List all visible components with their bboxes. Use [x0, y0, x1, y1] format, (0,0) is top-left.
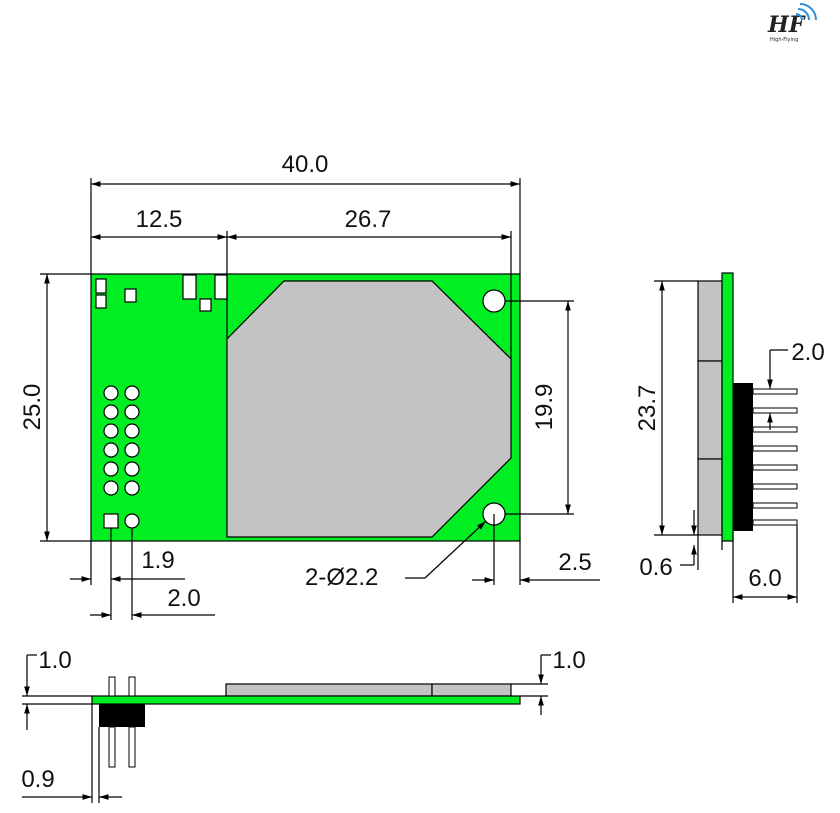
header-body [99, 704, 145, 727]
dim-hole-spacing: 19.9 [531, 384, 558, 431]
dim-bottom-left: 1.0 [38, 647, 71, 674]
dim-right-section: 26.7 [345, 206, 392, 233]
logo-subtext: High-Flying [770, 37, 798, 43]
dim-side-height: 23.7 [634, 385, 661, 432]
dim-side-pitch: 2.0 [791, 339, 824, 366]
component [96, 295, 106, 308]
dim-height: 25.0 [19, 384, 46, 431]
dim-hole-edge: 2.5 [558, 549, 591, 576]
dim-hole-note: 2-Ø2.2 [305, 564, 378, 591]
component [200, 299, 211, 311]
header-pins [753, 389, 797, 525]
dim-bottom-offset: 0.9 [21, 766, 54, 793]
bottom-view: 1.0 1.0 0.9 [21, 647, 585, 803]
top-view: 40.0 12.5 26.7 25.0 19.9 2-Ø2.2 2.5 [19, 151, 600, 620]
dim-left-section: 12.5 [136, 206, 183, 233]
pcb-profile [92, 696, 520, 704]
component [125, 289, 136, 302]
component [96, 279, 106, 293]
mounting-hole [483, 290, 505, 312]
dim-side-depth: 6.0 [748, 565, 781, 592]
rf-shield [227, 281, 511, 537]
dim-side-thickness: 0.6 [639, 554, 672, 581]
component [183, 275, 196, 299]
dim-pin-pitch: 2.0 [167, 585, 200, 612]
pcb-edge [722, 273, 733, 541]
component [215, 275, 227, 299]
high-flying-logo: HF High-Flying [767, 4, 816, 43]
dim-bottom-right: 1.0 [552, 647, 585, 674]
dim-pin-offset: 1.9 [141, 547, 174, 574]
dim-width: 40.0 [282, 151, 329, 178]
side-view: 23.7 2.0 0.6 6.0 [634, 273, 825, 603]
pin-header [733, 383, 753, 531]
